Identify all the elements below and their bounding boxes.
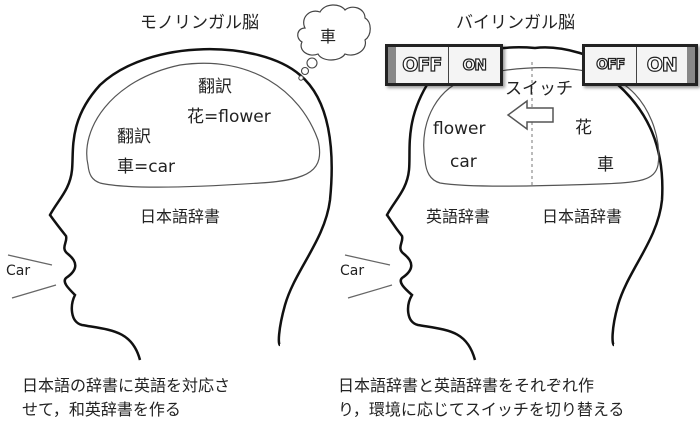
translation-pair-car: 車=car	[117, 157, 175, 177]
monolingual-speech-text: Car	[6, 263, 31, 279]
japanese-dictionary-label: 日本語辞書	[140, 207, 221, 226]
switch-label: スイッチ	[505, 79, 573, 99]
bilingual-caption-line-1: 日本語辞書と英語辞書をそれぞれ作	[338, 376, 595, 395]
translation-pair-flower: 花=flower	[187, 107, 271, 127]
japanese-switch-on[interactable]: ON	[635, 47, 688, 83]
translation-label-car: 翻訳	[117, 127, 151, 147]
japanese-word-car: 車	[597, 155, 614, 175]
monolingual-brain-region	[86, 62, 321, 188]
switch-arrow-icon	[506, 99, 554, 131]
bilingual-japanese-dictionary-label: 日本語辞書	[542, 207, 623, 226]
english-switch[interactable]: OFF ON	[385, 44, 503, 86]
bilingual-title: バイリンガル脳	[456, 13, 575, 33]
monolingual-title: モノリンガル脳	[140, 13, 259, 33]
thought-bubble-icon	[297, 4, 371, 81]
monolingual-head-outline	[48, 48, 333, 361]
japanese-switch[interactable]: OFF ON	[582, 44, 698, 86]
english-switch-off[interactable]: OFF	[402, 53, 443, 76]
english-word-car: car	[450, 152, 477, 172]
bilingual-caption-line-2: り，環境に応じてスイッチを切り替える	[338, 400, 625, 419]
bilingual-speech-text: Car	[340, 263, 365, 279]
japanese-word-flower: 花	[575, 118, 592, 138]
english-word-flower: flower	[433, 119, 486, 139]
english-dictionary-label: 英語辞書	[426, 207, 491, 226]
thought-bubble-text: 車	[320, 27, 337, 46]
monolingual-caption-line-1: 日本語の辞書に英語を対応さ	[22, 376, 231, 395]
japanese-switch-off[interactable]: OFF	[596, 56, 626, 73]
english-switch-on[interactable]: ON	[447, 47, 501, 83]
monolingual-caption-line-2: せて，和英辞書を作る	[22, 400, 181, 419]
translation-label-flower: 翻訳	[198, 77, 232, 97]
